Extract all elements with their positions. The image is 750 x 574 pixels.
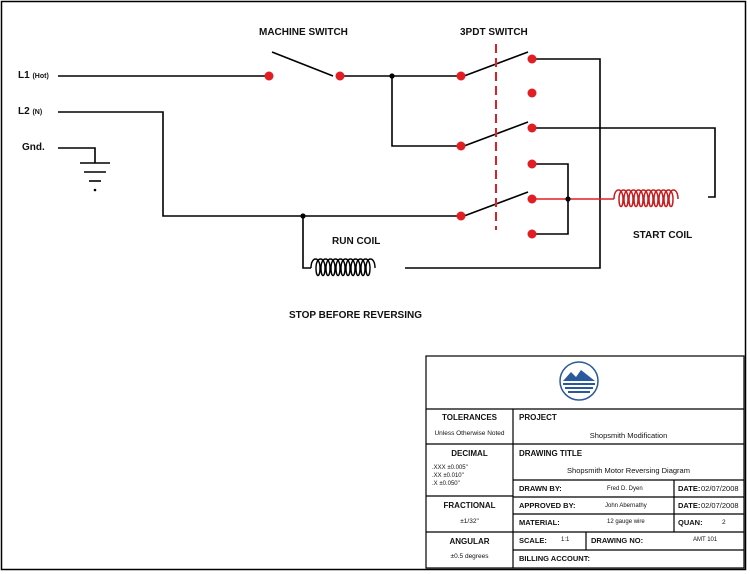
billing-account-label: BILLING ACCOUNT: xyxy=(519,554,590,563)
wire-contact5-junction xyxy=(532,163,569,199)
l2-wire xyxy=(58,111,461,217)
terminal-pole-3 xyxy=(456,211,466,221)
ground-dot xyxy=(93,188,97,192)
terminal-contact-5 xyxy=(527,194,537,204)
terminal-contact-2 xyxy=(527,88,537,98)
stop-before-reversing-label: STOP BEFORE REVERSING xyxy=(289,310,422,321)
drawing-no-label: DRAWING NO: xyxy=(591,536,644,545)
institution-logo xyxy=(559,361,599,401)
scale-label: SCALE: xyxy=(519,536,547,545)
tolerances-note: Unless Otherwise Noted xyxy=(434,430,505,437)
gnd-wire xyxy=(58,147,96,163)
start-coil xyxy=(613,189,679,208)
tolerances-heading: TOLERANCES xyxy=(442,413,497,422)
terminal-contact-6 xyxy=(527,229,537,239)
date-label-1: DATE: xyxy=(678,484,701,493)
project-heading: PROJECT xyxy=(519,413,557,422)
run-coil-label: RUN COIL xyxy=(332,236,381,247)
wire-top-contact-return xyxy=(405,58,601,269)
machine-switch-blade xyxy=(271,51,334,77)
terminal-machine-in xyxy=(264,71,274,81)
scale-value: 1:1 xyxy=(561,537,570,543)
quan-label: QUAN: xyxy=(678,518,703,527)
terminal-contact-1 xyxy=(527,54,537,64)
l2-label-main: L2 xyxy=(18,106,30,117)
terminal-contact-4 xyxy=(527,159,537,169)
machine-switch-label: MACHINE SWITCH xyxy=(259,27,348,38)
run-coil xyxy=(310,258,376,277)
l1-label-sub: (Hot) xyxy=(32,73,49,80)
wire-contact-to-start-coil xyxy=(532,127,716,198)
l1-label: L1 (Hot) xyxy=(18,70,49,81)
terminal-machine-out xyxy=(335,71,345,81)
material-label: MATERIAL: xyxy=(519,518,560,527)
fractional-heading: FRACTIONAL xyxy=(443,501,496,510)
terminal-pole-2 xyxy=(456,141,466,151)
decimal-xx: .XX ±0.010" xyxy=(432,473,464,479)
drawn-by-value: Fred D. Dyen xyxy=(607,486,643,492)
approved-by-label: APPROVED BY: xyxy=(519,501,576,510)
material-value: 12 gauge wire xyxy=(607,519,645,525)
date-value-2: 02/07/2008 xyxy=(701,501,739,510)
l2-label-sub: (N) xyxy=(32,109,43,116)
junction-l2 xyxy=(300,213,306,219)
l1-label-main: L1 xyxy=(18,70,30,81)
decimal-x: .X ±0.050" xyxy=(432,481,460,487)
wire-contact8-junction xyxy=(532,199,569,235)
l2-label: L2 (N) xyxy=(18,106,42,117)
quan-value: 2 xyxy=(722,519,726,526)
title-block xyxy=(425,355,745,569)
project-value: Shopsmith Modification xyxy=(589,431,668,440)
drawing-title-value: Shopsmith Motor Reversing Diagram xyxy=(567,466,690,475)
angular-heading: ANGULAR xyxy=(449,537,490,546)
start-coil-label: START COIL xyxy=(633,230,693,241)
date-label-2: DATE: xyxy=(678,501,701,510)
angular-value: ±0.5 degrees xyxy=(450,553,489,560)
date-value-1: 02/07/2008 xyxy=(701,484,739,493)
wire-junction-to-pole2 xyxy=(391,76,461,147)
run-coil-left-lead xyxy=(302,216,311,269)
decimal-xxx: .XXX ±0.005" xyxy=(432,465,468,471)
terminals xyxy=(264,54,537,239)
approved-by-value: John Abernathy xyxy=(605,503,647,509)
drawing-no-value: AMT 101 xyxy=(693,537,718,543)
terminal-pole-1 xyxy=(456,71,466,81)
drawn-by-label: DRAWN BY: xyxy=(519,484,562,493)
junction-l1 xyxy=(389,73,395,79)
terminal-contact-3 xyxy=(527,123,537,133)
decimal-heading: DECIMAL xyxy=(451,449,488,458)
wires xyxy=(58,51,716,269)
gnd-label: Gnd. xyxy=(22,142,45,153)
junction-start xyxy=(565,196,571,202)
fractional-value: ±1/32" xyxy=(460,518,479,525)
3pdt-switch-label: 3PDT SWITCH xyxy=(460,27,528,38)
drawing-title-heading: DRAWING TITLE xyxy=(519,449,583,458)
